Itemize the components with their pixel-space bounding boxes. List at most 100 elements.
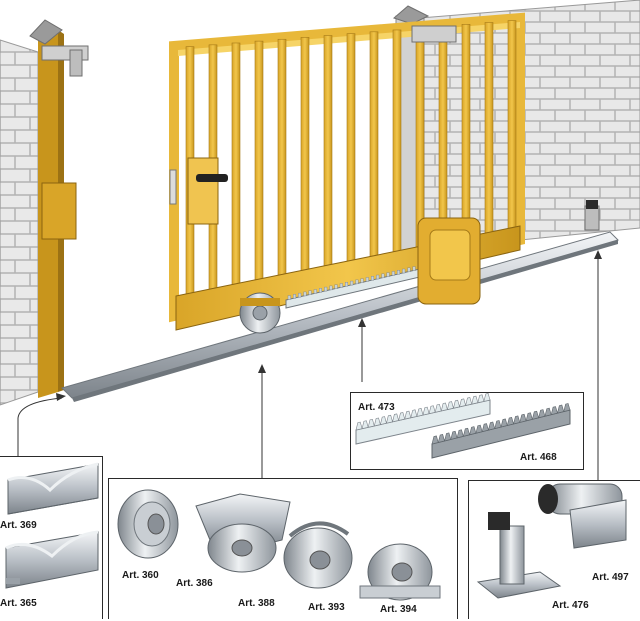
nylon-rack-tooth — [398, 412, 406, 421]
gate-bar — [323, 35, 333, 269]
label-art-388: Art. 388 — [238, 598, 275, 609]
gate-motor-housing — [417, 217, 481, 305]
gate-bar — [415, 27, 425, 250]
label-art-369: Art. 369 — [0, 520, 37, 531]
steel-rack-tooth — [531, 410, 540, 420]
steel-rack-tooth — [538, 409, 546, 419]
gate-rack-tooth — [355, 279, 359, 285]
gate-rack-tooth — [334, 284, 338, 289]
gate-rack-tooth — [319, 288, 323, 293]
steel-rack-tooth — [506, 417, 514, 426]
gate-rack-tooth — [345, 282, 349, 287]
gate-bar — [277, 38, 287, 278]
gate-rack-tooth — [329, 285, 333, 291]
gate-rack-tooth — [397, 270, 401, 275]
nylon-rack-tooth — [386, 414, 393, 424]
floor-track-rail — [61, 231, 619, 402]
nylon-rack-tooth — [404, 410, 412, 420]
steel-rack-tooth — [481, 423, 489, 433]
wheel-360 — [117, 489, 179, 559]
gate-rack-tooth — [360, 278, 364, 283]
rail-profiles — [5, 462, 99, 589]
steel-rack-tooth — [557, 404, 565, 414]
end-stop-476 — [476, 512, 562, 599]
track-end-stop — [584, 200, 600, 231]
gate-rack-tooth — [402, 268, 406, 274]
gate-rack-tooth — [298, 292, 302, 298]
gate-bar — [392, 29, 402, 254]
wheel-388 — [283, 521, 353, 589]
gate-bar — [254, 40, 264, 283]
gate-bar — [300, 37, 310, 274]
gate-rack-tooth — [313, 289, 317, 294]
gate-rack-tooth — [308, 290, 312, 295]
steel-rack-tooth — [444, 432, 452, 442]
nylon-rack-tooth — [355, 421, 363, 431]
steel-rack-tooth — [431, 435, 439, 445]
gate-rack-tooth — [371, 276, 375, 281]
steel-rack-tooth — [550, 406, 558, 416]
sliding-gate-leaf — [169, 12, 525, 334]
callout-arrowheads — [56, 250, 602, 401]
nylon-rack-tooth — [373, 417, 381, 427]
steel-rack-tooth — [475, 424, 483, 434]
gate-rack-tooth — [324, 286, 328, 292]
label-art-476: Art. 476 — [552, 600, 589, 611]
nylon-rack-tooth — [453, 399, 460, 409]
nylon-rack-tooth — [428, 405, 436, 415]
steel-rack-tooth — [525, 412, 533, 422]
gate-bar — [369, 31, 379, 259]
nylon-rack-tooth — [477, 394, 485, 404]
gate-bar — [484, 22, 494, 235]
gate-rack-tooth — [350, 280, 354, 286]
gate-bar — [231, 42, 241, 288]
gate-rack-tooth — [365, 277, 369, 282]
steel-rack-tooth — [494, 420, 502, 429]
label-art-394: Art. 394 — [380, 604, 417, 615]
stop-products — [476, 483, 627, 599]
label-art-473: Art. 473 — [358, 402, 395, 413]
gate-bar — [461, 24, 471, 240]
gate-bar — [438, 25, 448, 245]
gate-vertical-bars — [185, 20, 517, 297]
gate-bar — [507, 20, 517, 230]
wheel-393 — [359, 543, 441, 601]
end-stop-497 — [538, 483, 627, 549]
nylon-rack-tooth — [440, 402, 448, 412]
nylon-rack-tooth — [410, 409, 418, 419]
nylon-rack-tooth — [465, 397, 473, 406]
gate-rack-tooth — [391, 271, 395, 276]
gate-rack-tooth — [293, 294, 297, 299]
gate-rack-tooth — [303, 291, 307, 297]
nylon-rack-tooth — [446, 401, 454, 410]
wheel-386 — [195, 493, 291, 573]
steel-rack-tooth — [519, 413, 527, 423]
label-art-386: Art. 386 — [176, 578, 213, 589]
gate-rack-tooth — [412, 266, 416, 271]
left-gate-post — [29, 19, 89, 398]
gate-rack-tooth — [407, 267, 411, 273]
gate-bar — [346, 33, 356, 264]
rail-profile-369 — [7, 462, 99, 515]
rack-box — [350, 392, 584, 470]
gate-rack-tooth — [386, 272, 390, 277]
label-art-497: Art. 497 — [592, 572, 629, 583]
callout-lines — [17, 254, 599, 480]
steel-rack-tooth — [456, 429, 464, 439]
label-art-360: Art. 360 — [122, 570, 159, 581]
nylon-rack-tooth — [422, 406, 430, 416]
nylon-rack-tooth — [392, 413, 400, 423]
steel-rack-tooth — [544, 407, 552, 417]
steel-rack-tooth — [469, 426, 477, 436]
label-art-468: Art. 468 — [520, 452, 557, 463]
nylon-rack-tooth — [416, 408, 424, 417]
nylon-rack-tooth — [361, 420, 369, 430]
rail-profile-365 — [5, 530, 99, 589]
gate-rack-tooth — [287, 295, 291, 300]
nylon-gear-rack — [355, 393, 491, 445]
stop-box — [468, 480, 640, 619]
gate-rack-tooth — [339, 283, 343, 288]
steel-rack-tooth — [563, 403, 571, 412]
